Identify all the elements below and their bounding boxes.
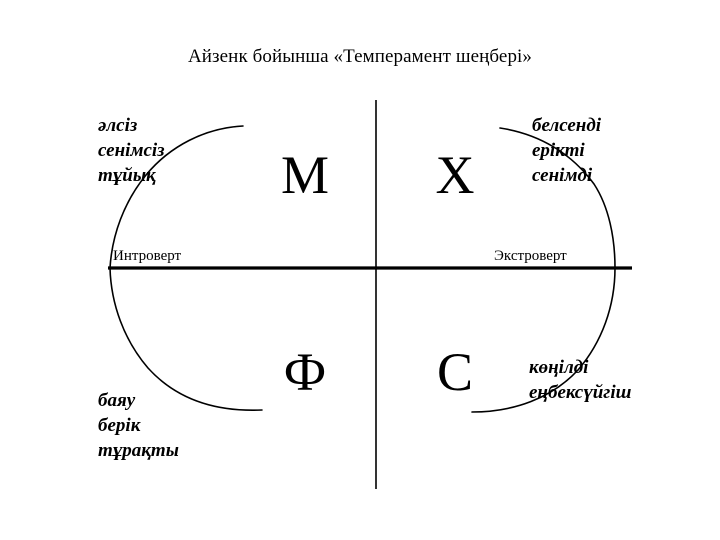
trait-text: белсенді: [532, 115, 602, 136]
traits-bottom-left: баяу берік тұрақты: [98, 388, 179, 463]
circle-arc-bottom-left: [109, 267, 263, 412]
circle-arc-bottom-right: [471, 267, 616, 413]
quadrant-letter-choleric: Х: [435, 145, 475, 205]
trait-text: берік: [98, 415, 141, 436]
trait-text: ерікті: [532, 140, 585, 161]
quadrant-letter-melancholic: М: [280, 145, 329, 205]
trait-text: еңбексүйгіш: [529, 382, 632, 403]
axis-label-extrovert: Экстроверт: [494, 248, 567, 264]
trait-text: баяу: [98, 390, 136, 411]
quadrant-letter-phlegmatic: Ф: [283, 342, 327, 402]
circle-arc-top-left: [109, 125, 244, 269]
trait-text: көңілді: [529, 357, 589, 378]
page-title: Айзенк бойынша «Темперамент шеңбері»: [187, 46, 533, 67]
traits-top-left: әлсіз сенімсіз тұйық: [98, 113, 165, 188]
traits-bottom-right: көңілді еңбексүйгіш: [529, 355, 631, 405]
trait-text: сенімсіз: [98, 140, 165, 161]
quadrant-letter-sanguine: С: [436, 342, 474, 402]
trait-text: тұйық: [98, 165, 156, 186]
trait-text: сенімді: [532, 165, 593, 186]
axis-label-introvert: Интроверт: [113, 248, 182, 264]
circle-arc-top-right: [499, 127, 616, 269]
trait-text: тұрақты: [98, 440, 179, 461]
traits-top-right: белсенді ерікті сенімді: [532, 113, 601, 188]
trait-text: әлсіз: [98, 115, 138, 136]
